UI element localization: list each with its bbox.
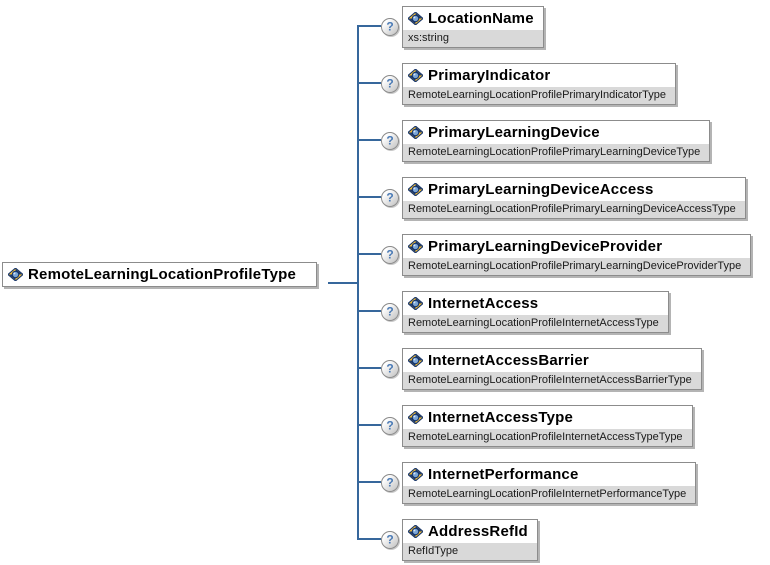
element-name: InternetPerformance: [428, 466, 579, 483]
question-mark: ?: [386, 19, 394, 34]
question-mark: ?: [386, 532, 394, 547]
element-type: RemoteLearningLocationProfileInternetAcc…: [403, 315, 668, 332]
optional-occurrence-indicator: ?: [381, 246, 399, 264]
optional-occurrence-indicator: ?: [381, 132, 399, 150]
element-type: RemoteLearningLocationProfileInternetAcc…: [403, 372, 701, 389]
element-icon: [408, 126, 423, 139]
element-row-internetaccesstype: ? InternetAccessType RemoteLearningLocat…: [381, 405, 693, 447]
element-row-internetperformance: ? InternetPerformance RemoteLearningLoca…: [381, 462, 697, 504]
element-name: PrimaryIndicator: [428, 67, 551, 84]
element-node[interactable]: LocationName xs:string: [402, 6, 544, 48]
element-row-addressrefid: ? AddressRefId RefIdType: [381, 519, 538, 561]
element-row-locationname: ? LocationName xs:string: [381, 6, 544, 48]
element-icon: [408, 183, 423, 196]
element-type: RemoteLearningLocationProfilePrimaryIndi…: [403, 87, 676, 104]
element-icon: [408, 297, 423, 310]
element-name: InternetAccessType: [428, 409, 574, 426]
question-mark: ?: [386, 190, 394, 205]
question-mark: ?: [386, 304, 394, 319]
optional-occurrence-indicator: ?: [381, 417, 399, 435]
element-node[interactable]: AddressRefId RefIdType: [402, 519, 538, 561]
question-mark: ?: [386, 361, 394, 376]
optional-occurrence-indicator: ?: [381, 18, 399, 36]
element-row-primaryindicator: ? PrimaryIndicator RemoteLearningLocatio…: [381, 63, 677, 105]
element-node[interactable]: PrimaryIndicator RemoteLearningLocationP…: [402, 63, 677, 105]
element-row-primarylearningdeviceaccess: ? PrimaryLearningDeviceAccess RemoteLear…: [381, 177, 746, 219]
element-row-internetaccess: ? InternetAccess RemoteLearningLocationP…: [381, 291, 669, 333]
element-icon: [408, 12, 423, 25]
element-icon: [408, 468, 423, 481]
element-name: PrimaryLearningDeviceProvider: [428, 238, 663, 255]
optional-occurrence-indicator: ?: [381, 189, 399, 207]
element-icon: [408, 525, 423, 538]
element-name: InternetAccess: [428, 295, 539, 312]
question-mark: ?: [386, 133, 394, 148]
optional-occurrence-indicator: ?: [381, 531, 399, 549]
element-icon: [408, 69, 423, 82]
element-type: RemoteLearningLocationProfileInternetPer…: [403, 486, 696, 503]
root-node-label: RemoteLearningLocationProfileType: [28, 266, 297, 283]
optional-occurrence-indicator: ?: [381, 360, 399, 378]
element-node[interactable]: InternetAccessBarrier RemoteLearningLoca…: [402, 348, 702, 390]
element-node[interactable]: PrimaryLearningDeviceProvider RemoteLear…: [402, 234, 752, 276]
element-type: RemoteLearningLocationProfilePrimaryLear…: [403, 258, 751, 275]
element-icon: [408, 411, 423, 424]
question-mark: ?: [386, 247, 394, 262]
root-node-row: RemoteLearningLocationProfileType: [2, 262, 317, 287]
element-row-internetaccessbarrier: ? InternetAccessBarrier RemoteLearningLo…: [381, 348, 702, 390]
element-name: InternetAccessBarrier: [428, 352, 589, 369]
element-name: LocationName: [428, 10, 534, 27]
optional-occurrence-indicator: ?: [381, 303, 399, 321]
element-type: RemoteLearningLocationProfilePrimaryLear…: [403, 144, 710, 161]
element-type: RefIdType: [403, 543, 537, 560]
element-node[interactable]: PrimaryLearningDeviceAccess RemoteLearni…: [402, 177, 746, 219]
element-name: PrimaryLearningDeviceAccess: [428, 181, 654, 198]
element-node[interactable]: PrimaryLearningDevice RemoteLearningLoca…: [402, 120, 711, 162]
optional-occurrence-indicator: ?: [381, 75, 399, 93]
element-row-primarylearningdeviceprovider: ? PrimaryLearningDeviceProvider RemoteLe…: [381, 234, 752, 276]
optional-occurrence-indicator: ?: [381, 474, 399, 492]
question-mark: ?: [386, 76, 394, 91]
root-node[interactable]: RemoteLearningLocationProfileType: [2, 262, 317, 287]
element-type: RemoteLearningLocationProfileInternetAcc…: [403, 429, 692, 446]
element-icon: [8, 268, 23, 281]
question-mark: ?: [386, 418, 394, 433]
element-node[interactable]: InternetAccessType RemoteLearningLocatio…: [402, 405, 693, 447]
element-node[interactable]: InternetPerformance RemoteLearningLocati…: [402, 462, 697, 504]
question-mark: ?: [386, 475, 394, 490]
element-icon: [408, 354, 423, 367]
element-type: xs:string: [403, 30, 543, 47]
element-icon: [408, 240, 423, 253]
element-name: PrimaryLearningDevice: [428, 124, 600, 141]
element-name: AddressRefId: [428, 523, 528, 540]
element-node[interactable]: InternetAccess RemoteLearningLocationPro…: [402, 291, 669, 333]
element-type: RemoteLearningLocationProfilePrimaryLear…: [403, 201, 745, 218]
element-row-primarylearningdevice: ? PrimaryLearningDevice RemoteLearningLo…: [381, 120, 711, 162]
